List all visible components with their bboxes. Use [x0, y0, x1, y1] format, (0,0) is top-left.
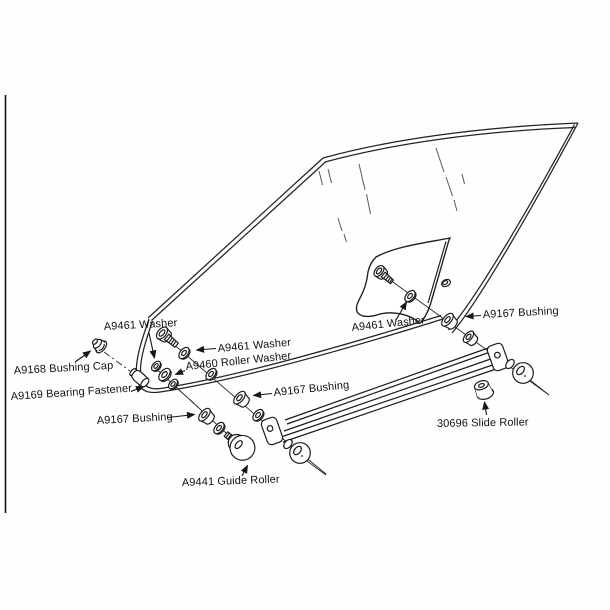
bolt-upper-right: [373, 264, 395, 285]
rail-end-plate-left: [260, 416, 284, 446]
label-bearing-fastener: A9169 Bearing Fastener: [10, 383, 132, 403]
label-bushing-center: A9167 Bushing: [273, 379, 350, 399]
washer-a9461-mid: [178, 346, 191, 360]
washer-guide-axis: [213, 421, 226, 435]
centerline-left: [177, 388, 200, 409]
label-bushing-upper-right: A9167 Bushing: [483, 305, 559, 321]
bushing-a9167-lower-left: [198, 407, 215, 425]
label-bushing-cap: A9168 Bushing Cap: [14, 360, 114, 377]
bushing-cap-a9168: [91, 338, 108, 354]
label-guide-roller: A9441 Guide Roller: [182, 474, 280, 489]
leader-lines: [74, 301, 490, 477]
glass-reflections: [318, 147, 465, 243]
bolt: [155, 326, 180, 349]
bracket-hole: [441, 278, 451, 288]
part-labels: A9461 Washer A9461 Washer A9461 Washer A…: [10, 305, 559, 489]
lower-channel: [135, 314, 444, 394]
bushing-a9167-upper-right-part: [441, 312, 458, 330]
centerline-cap: [103, 351, 131, 372]
washer-a9461-top-part: [150, 360, 162, 372]
guide-roller-a9441: [223, 431, 256, 461]
label-bushing-lower-left: A9167 Bushing: [97, 411, 173, 427]
label-roller-washer: A9460 Roller Washer: [185, 350, 292, 373]
door-glass: [147, 122, 579, 334]
washer-a9461-upper-right-part: [404, 289, 417, 303]
label-washer-top: A9461 Washer: [104, 317, 178, 333]
bushing-a9167-center: [233, 390, 250, 408]
label-slide-roller: 30696 Slide Roller: [437, 416, 529, 430]
vent-bracket: [355, 237, 452, 324]
rail-roller-left: [283, 438, 327, 476]
washer-stack-lower: [167, 378, 179, 390]
bushing-right-second: [462, 330, 479, 347]
slide-roller-30696: [473, 380, 495, 400]
bearing-fastener-a9169: [129, 368, 150, 388]
washer-center-axis-2: [252, 408, 265, 422]
roller-washer-a9460-part: [158, 367, 172, 383]
washer-center-axis: [205, 367, 218, 381]
rail-end-plate-right: [486, 342, 510, 372]
rail-roller-right: [505, 358, 550, 396]
